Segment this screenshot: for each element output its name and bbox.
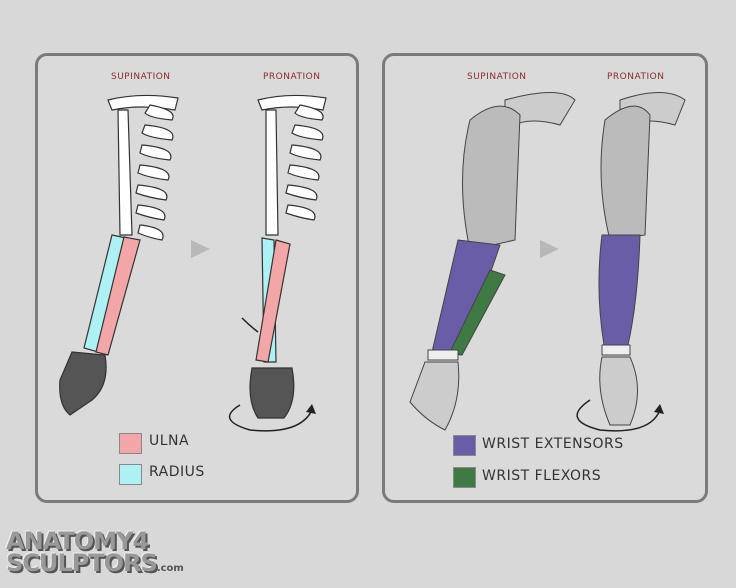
rotation-arrow-icon [228, 404, 313, 432]
skeleton-supination [59, 94, 179, 416]
logo-suffix: .com [156, 563, 184, 574]
wrist-extensors-swatch [453, 435, 476, 456]
wrist-flexors-swatch [453, 467, 476, 488]
legend-ulna: ULNA [149, 433, 190, 449]
skeleton-pronation [249, 94, 327, 419]
muscles-panel: SUPINATION PRONATION WRIST EXTENSORS WRI… [382, 53, 708, 503]
arrow-right-icon [540, 240, 559, 258]
caption-pronation: PRONATION [607, 72, 665, 82]
site-logo: ANATOMY4 SCULPTORS.com [6, 527, 184, 580]
legend-radius: RADIUS [149, 464, 205, 480]
logo-line2: SCULPTORS [6, 549, 158, 577]
legend-wrist-flexors: WRIST FLEXORS [482, 468, 602, 484]
ulna-swatch [119, 433, 142, 454]
logo-line1: ANATOMY4 [6, 527, 149, 555]
caption-supination: SUPINATION [111, 72, 171, 82]
caption-pronation: PRONATION [263, 72, 321, 82]
caption-supination: SUPINATION [467, 72, 527, 82]
muscle-arm-supination [409, 92, 576, 431]
pointer-arrow-icon [241, 317, 259, 333]
legend-wrist-extensors: WRIST EXTENSORS [482, 436, 624, 452]
radius-swatch [119, 464, 142, 485]
arrow-right-icon [191, 240, 210, 258]
muscle-arm-pronation [598, 92, 686, 426]
rotation-arrow-icon [576, 399, 661, 432]
